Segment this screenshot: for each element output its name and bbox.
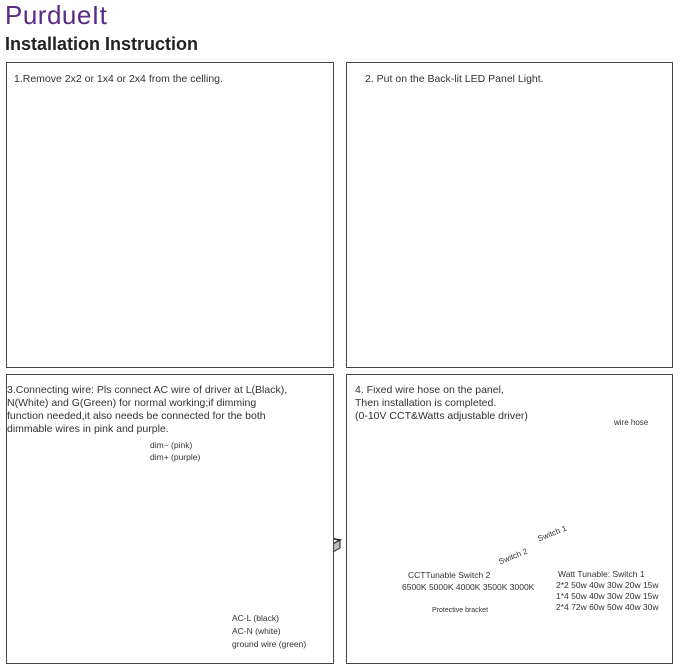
step2-text: 2. Put on the Back-lit LED Panel Light. bbox=[365, 73, 544, 85]
ac-n-label: AC-N (white) bbox=[232, 626, 281, 636]
cct-values: 6500K 5000K 4000K 3500K 3000K bbox=[402, 582, 535, 592]
watt-title: Watt Tunable: Switch 1 bbox=[558, 569, 645, 579]
step2-panel: 2. Put on the Back-lit LED Panel Light. bbox=[346, 62, 673, 368]
watt-row-3: 2*4 72w 60w 50w 40w 30w bbox=[556, 602, 659, 612]
page-title: Installation Instruction bbox=[5, 34, 199, 54]
step3-text: 3.Connecting wire: Pls connect AC wire o… bbox=[7, 384, 288, 435]
ground-label: ground wire (green) bbox=[232, 639, 307, 649]
step4-panel: 4. Fixed wire hose on the panel, Then in… bbox=[346, 374, 673, 664]
wire-hose-label: wire hose bbox=[614, 418, 649, 427]
brand-name: PurdueIt bbox=[5, 0, 108, 30]
ac-l-label: AC-L (black) bbox=[232, 613, 279, 623]
step4-text: 4. Fixed wire hose on the panel, Then in… bbox=[355, 384, 528, 422]
watt-row-1: 2*2 50w 40w 30w 20w 15w bbox=[556, 580, 659, 590]
step1-panel: 1.Remove 2x2 or 1x4 or 2x4 from the cell… bbox=[6, 62, 334, 368]
step3-panel: 3.Connecting wire: Pls connect AC wire o… bbox=[6, 374, 334, 664]
cct-title: CCTTunable Switch 2 bbox=[408, 570, 491, 580]
dim-plus-label: dim+ (purple) bbox=[150, 452, 201, 462]
step1-text: 1.Remove 2x2 or 1x4 or 2x4 from the cell… bbox=[14, 73, 223, 85]
watt-row-2: 1*4 50w 40w 30w 20w 15w bbox=[556, 591, 659, 601]
bracket-label: Protective bracket bbox=[432, 607, 489, 614]
dim-minus-label: dim− (pink) bbox=[150, 440, 193, 450]
